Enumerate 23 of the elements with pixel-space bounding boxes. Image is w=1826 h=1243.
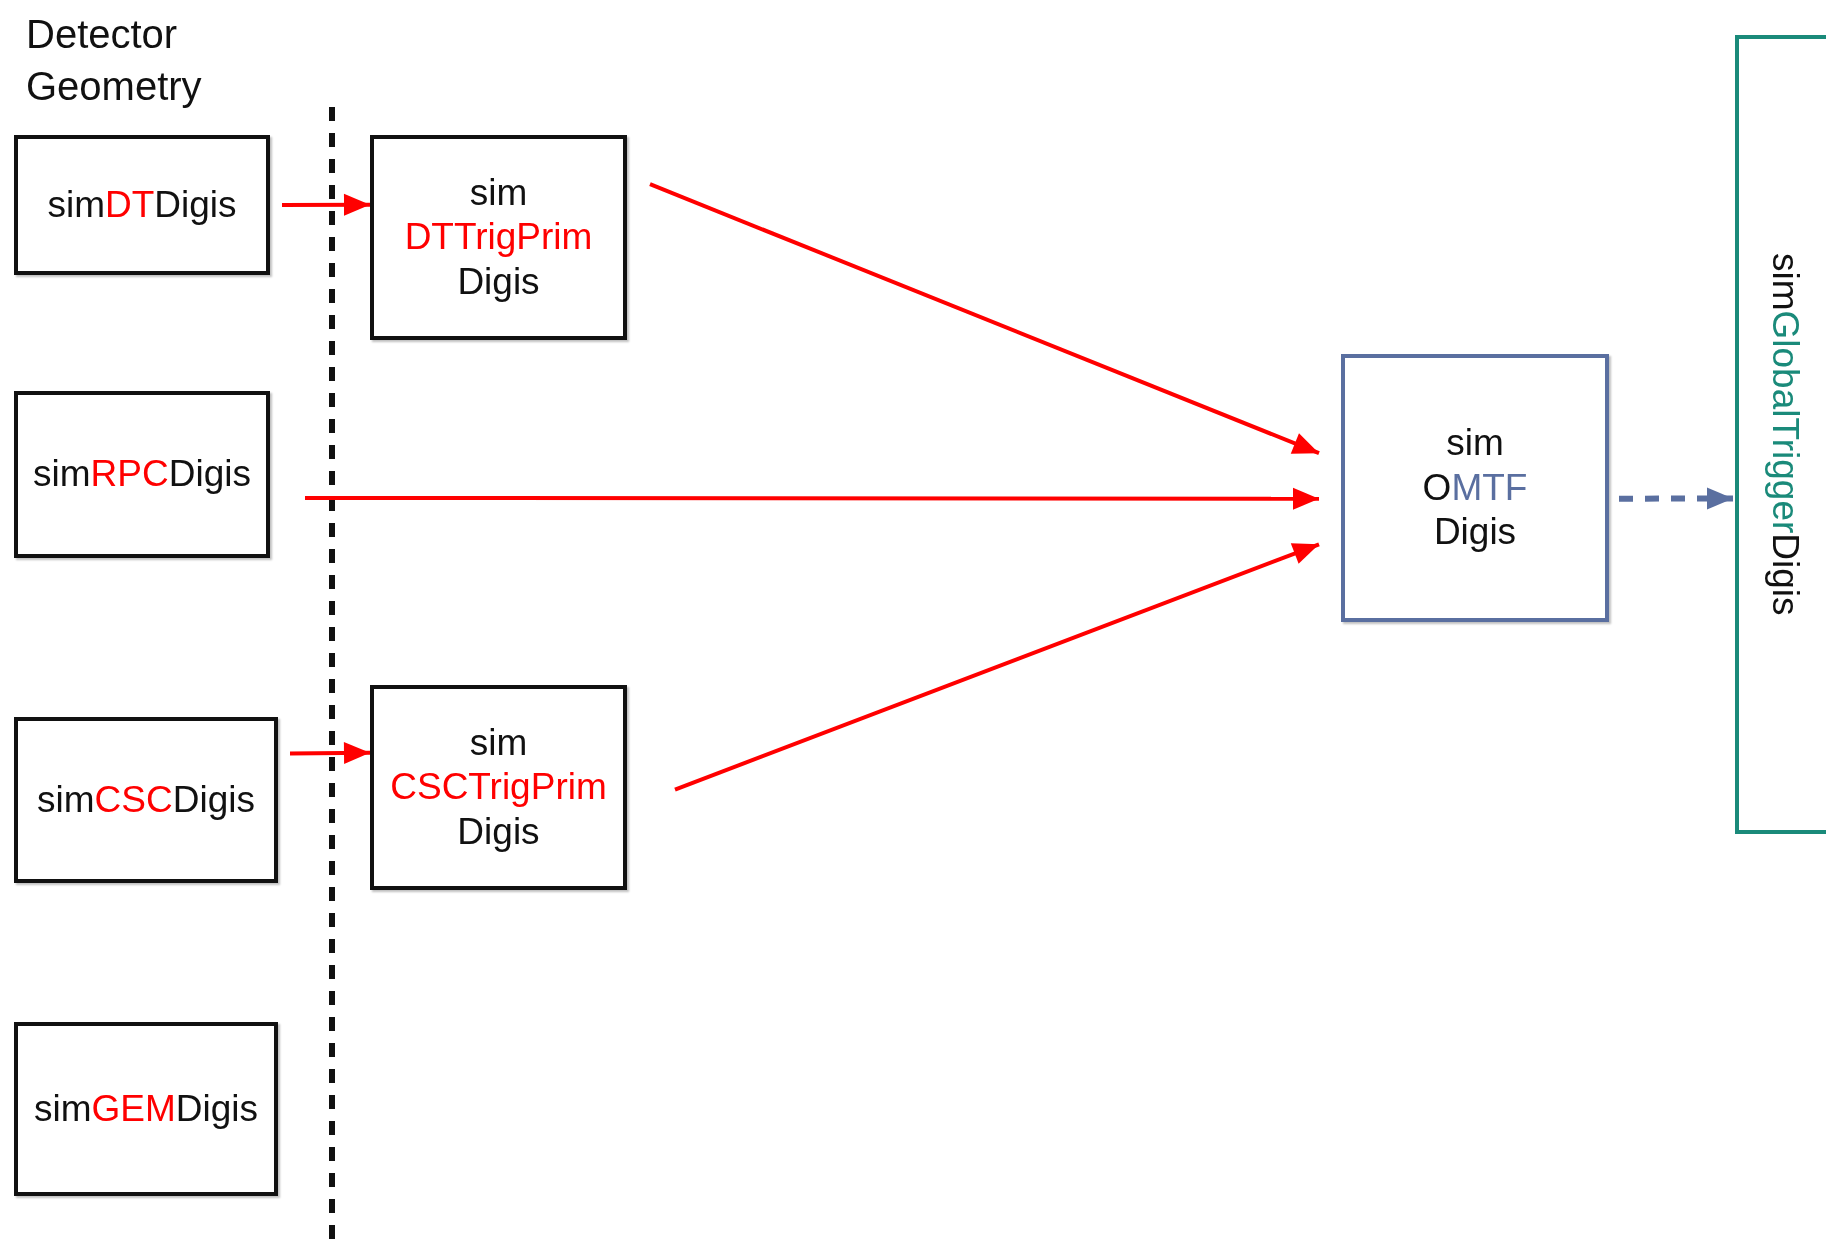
process-box	[1341, 354, 1609, 622]
box-label: simRPCDigis	[33, 452, 251, 497]
box-label: simCSCDigis	[37, 777, 255, 822]
box-label: simGEMDigis	[33, 1086, 259, 1131]
arrow	[674, 542, 1320, 792]
box-label: simDTDigis	[47, 182, 237, 227]
box-label: sim CSCTrigPrim Digis	[390, 720, 607, 854]
process-box	[14, 717, 278, 883]
process-box	[14, 135, 270, 275]
heading-label: Detector Geometry	[26, 11, 203, 110]
arrow	[1619, 487, 1733, 510]
box-label: simGlobalTriggerDigis	[1763, 253, 1807, 616]
box-label: sim DTTrigPrim Digis	[404, 170, 593, 304]
box-label: sim OMTF Digis	[1422, 421, 1528, 555]
process-box	[370, 135, 627, 340]
arrow	[289, 741, 371, 764]
process-box	[14, 391, 270, 558]
arrow	[305, 487, 1319, 510]
arrow	[282, 193, 370, 216]
process-box	[1735, 35, 1826, 834]
process-box	[14, 1022, 278, 1196]
process-box	[370, 685, 627, 890]
arrow	[649, 182, 1320, 455]
